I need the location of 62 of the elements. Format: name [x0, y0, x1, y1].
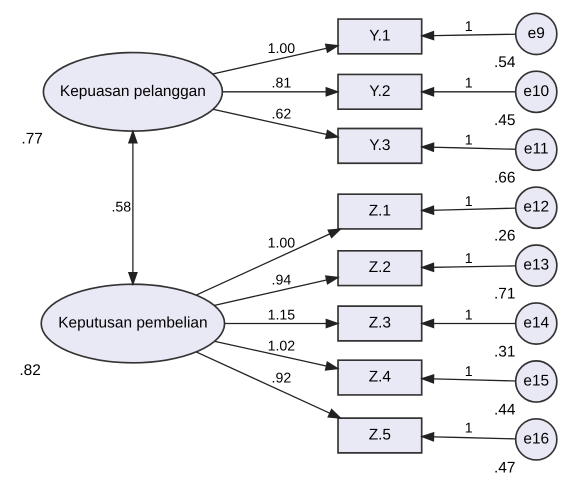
arrow: [224, 318, 340, 328]
node-label: .82: [19, 362, 41, 380]
node-label: .45: [494, 112, 516, 129]
edge-label: 1: [464, 363, 473, 380]
arrow: [420, 30, 516, 41]
arrow: [420, 86, 516, 97]
node-label: .71: [494, 286, 516, 303]
edge-label: 1: [464, 420, 473, 436]
node-label: .31: [494, 343, 516, 360]
edge-label: 1.00: [268, 40, 296, 56]
edge-label: 1: [464, 193, 473, 210]
node-label: .26: [494, 228, 516, 245]
edge-label: 1: [464, 306, 473, 322]
edge-label: 1.15: [268, 306, 296, 322]
arrow: [420, 318, 516, 328]
node-circle: e15: [514, 360, 558, 403]
arrow: [213, 108, 340, 140]
arrow: [222, 86, 340, 97]
node-circle: e13: [514, 244, 558, 288]
node-label: .77: [21, 130, 43, 148]
node-label: .44: [494, 401, 516, 418]
node-circle: e16: [514, 418, 558, 461]
node-circle: e10: [514, 70, 558, 114]
node-circle: e12: [514, 186, 558, 230]
arrow: [214, 275, 340, 306]
edge-label: 1.00: [268, 234, 296, 250]
node-label: .47: [494, 459, 516, 476]
arrow: [213, 44, 340, 75]
edge-label: 1.02: [268, 337, 296, 354]
arrow: [420, 374, 516, 384]
node-box: Y.2: [337, 74, 423, 110]
node-circle: e11: [514, 128, 558, 172]
node-box: Y.1: [337, 18, 423, 55]
edge-label: .58: [111, 198, 132, 214]
edge-label: .62: [272, 106, 292, 122]
node-box: Z.2: [337, 250, 423, 286]
node-box: Z.5: [337, 417, 423, 454]
node-box: Y.3: [337, 128, 423, 164]
node-circle: e14: [514, 302, 558, 345]
arrow: [196, 351, 342, 419]
node-box: Z.3: [337, 305, 423, 342]
edge-label: 1: [464, 18, 473, 34]
node-box: Z.1: [337, 193, 423, 230]
edge-label: .81: [272, 74, 292, 91]
edge-label: 1: [464, 131, 473, 148]
edge-label: 1: [464, 74, 473, 91]
node-circle: e9: [514, 12, 558, 56]
arrow: [420, 432, 516, 442]
edge-label: .94: [272, 272, 292, 288]
node-label: .54: [494, 54, 516, 71]
arrow: [128, 129, 138, 286]
arrow: [214, 340, 340, 371]
arrow: [420, 262, 516, 272]
edge-label: 1: [464, 250, 473, 266]
arrow: [196, 228, 342, 296]
node-ellipse: Kepuasan pelanggan: [42, 52, 224, 132]
arrow: [420, 142, 516, 152]
arrow: [420, 205, 516, 216]
node-ellipse: Keputusan pembelian: [40, 283, 226, 364]
edge-label: .92: [272, 369, 292, 386]
node-label: .66: [494, 170, 516, 187]
node-box: Z.4: [337, 359, 423, 396]
